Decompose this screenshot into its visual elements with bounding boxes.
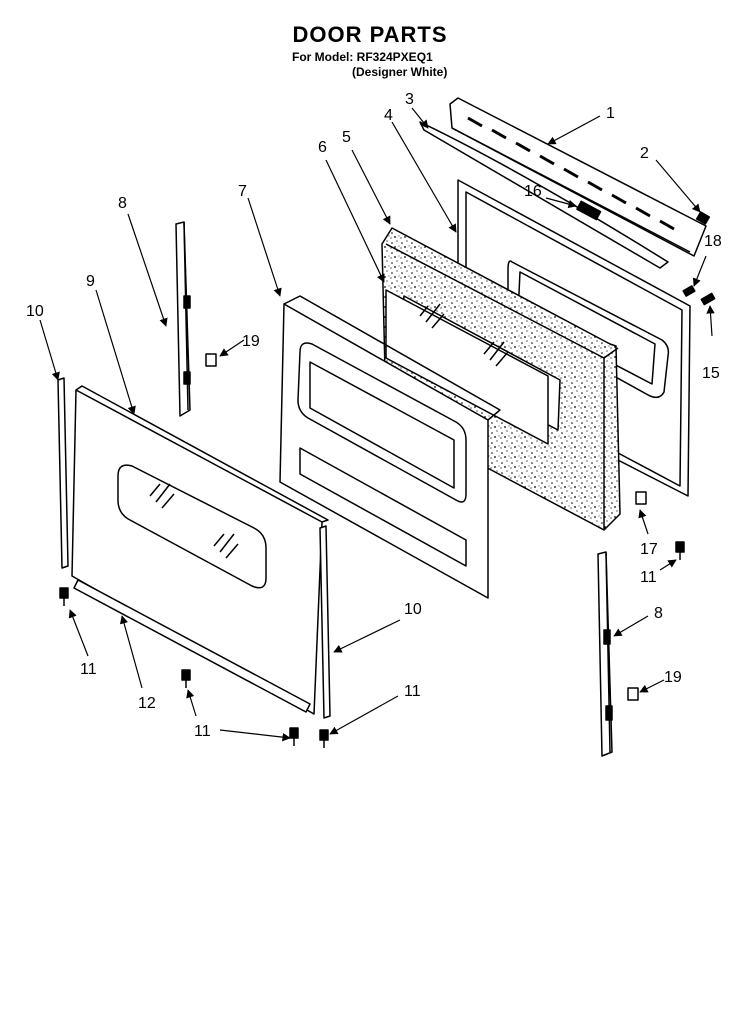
callout-9: 9 bbox=[86, 273, 95, 290]
callout-12: 12 bbox=[138, 695, 156, 712]
callout-8a: 8 bbox=[118, 195, 127, 212]
part-screw-2 bbox=[695, 211, 711, 225]
callout-10b: 10 bbox=[404, 601, 422, 618]
part-deflector bbox=[419, 121, 669, 269]
callout-1: 1 bbox=[606, 105, 615, 122]
page-title: DOOR PARTS bbox=[292, 22, 448, 47]
callout-labels: 1 2 3 4 5 6 7 8 8 9 10 10 11 11 11 11 12… bbox=[26, 91, 722, 740]
callout-10a: 10 bbox=[26, 303, 44, 320]
callout-2: 2 bbox=[640, 145, 649, 162]
part-door-frame bbox=[279, 295, 501, 599]
callout-6: 6 bbox=[318, 139, 327, 156]
callout-11a: 11 bbox=[80, 661, 97, 678]
callout-11c: 11 bbox=[404, 683, 421, 700]
callout-17: 17 bbox=[640, 541, 658, 558]
part-screws-11 bbox=[59, 587, 329, 748]
part-screw-18 bbox=[682, 285, 696, 297]
part-clip-17 bbox=[635, 491, 647, 505]
callout-8b: 8 bbox=[654, 605, 663, 622]
part-side-bracket-right bbox=[597, 551, 613, 757]
part-side-bracket-left bbox=[175, 221, 191, 417]
callout-16: 16 bbox=[524, 183, 542, 200]
callout-3: 3 bbox=[405, 91, 414, 108]
part-side-trim-right bbox=[319, 525, 331, 719]
callout-7: 7 bbox=[238, 183, 247, 200]
callout-19b: 19 bbox=[664, 669, 682, 686]
callout-11d: 11 bbox=[640, 569, 657, 586]
part-inner-glass bbox=[385, 289, 549, 445]
part-clip-19-right bbox=[627, 687, 639, 701]
part-vent-trim bbox=[449, 97, 707, 257]
part-clip-19-left bbox=[205, 353, 217, 367]
leader-lines bbox=[39, 107, 715, 742]
callout-18: 18 bbox=[704, 233, 722, 250]
variant-line: (Designer White) bbox=[352, 65, 448, 79]
part-screw-15 bbox=[700, 292, 716, 306]
callout-11b: 11 bbox=[194, 723, 211, 740]
callout-4: 4 bbox=[384, 107, 393, 124]
callout-5: 5 bbox=[342, 129, 351, 146]
model-line: For Model: RF324PXEQ1 bbox=[292, 50, 433, 64]
part-outer-glass bbox=[71, 385, 329, 715]
part-screw-11-right bbox=[675, 541, 685, 560]
part-bottom-trim bbox=[73, 579, 311, 713]
callout-15: 15 bbox=[702, 365, 720, 382]
part-side-trim-left bbox=[57, 377, 69, 569]
part-label bbox=[576, 200, 602, 221]
callout-19a: 19 bbox=[242, 333, 260, 350]
